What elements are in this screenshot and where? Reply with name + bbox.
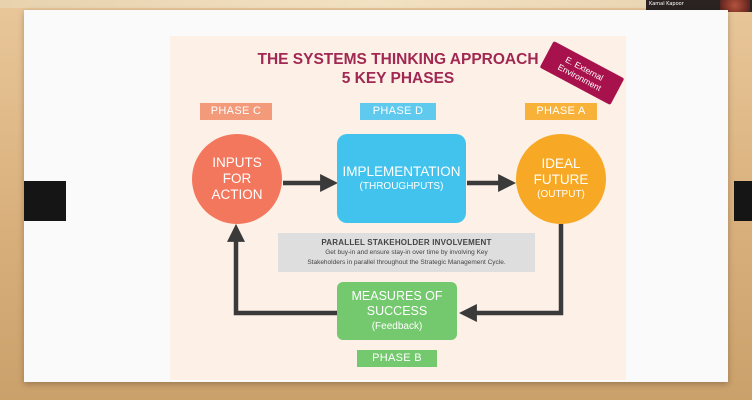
inputs-line1: INPUTS	[212, 155, 262, 170]
slide-title-line1: THE SYSTEMS THINKING APPROACH	[257, 51, 539, 68]
stakeholder-involvement-box: PARALLEL STAKEHOLDER INVOLVEMENT Get buy…	[278, 233, 535, 272]
presenter-name: Kamal Kapoor	[649, 1, 684, 7]
left-letterbox-bar	[24, 181, 66, 221]
shared-screen: THE SYSTEMS THINKING APPROACH 5 KEY PHAS…	[24, 10, 752, 382]
phase-a-label: PHASE A	[525, 103, 597, 120]
arrow-ideal-to-measures	[458, 224, 564, 322]
slide-canvas: THE SYSTEMS THINKING APPROACH 5 KEY PHAS…	[170, 36, 626, 380]
right-letterbox-bar	[734, 181, 752, 221]
presenter-avatar	[720, 0, 750, 12]
window-top-strip	[0, 0, 752, 8]
implementation-subtitle: (THROUGHPUTS)	[359, 181, 444, 192]
measures-line2: SUCCESS	[366, 303, 428, 318]
inputs-line3: ACTION	[211, 187, 263, 202]
stakeholder-text-line1: Get buy-in and ensure stay-in over time …	[325, 249, 488, 256]
presenter-video-tile[interactable]: Kamal Kapoor	[646, 0, 752, 12]
slide-title: THE SYSTEMS THINKING APPROACH 5 KEY PHAS…	[170, 50, 626, 88]
phase-b-label: PHASE B	[357, 350, 437, 367]
ideal-line2: FUTURE	[533, 172, 589, 187]
implementation-node: IMPLEMENTATION (THROUGHPUTS)	[337, 134, 466, 223]
inputs-line2: FOR	[222, 171, 252, 186]
slide-title-line2: 5 KEY PHASES	[341, 70, 455, 87]
ideal-future-node: IDEAL FUTURE (OUTPUT)	[516, 134, 606, 224]
ideal-subtitle: (OUTPUT)	[537, 189, 585, 200]
ideal-line1: IDEAL	[541, 156, 581, 171]
phase-c-label: PHASE C	[200, 103, 272, 120]
stakeholder-text-line2: Stakeholders in parallel throughout the …	[307, 258, 506, 266]
phase-d-label: PHASE D	[360, 103, 436, 120]
implementation-title: IMPLEMENTATION	[342, 164, 461, 179]
arrow-measures-to-inputs	[227, 223, 337, 316]
inputs-for-action-node: INPUTS FOR ACTION	[192, 134, 282, 224]
measures-subtitle: (Feedback)	[371, 320, 423, 332]
measures-of-success-node: MEASURES OF SUCCESS (Feedback)	[337, 282, 457, 340]
measures-line1: MEASURES OF	[351, 288, 443, 303]
stakeholder-title: PARALLEL STAKEHOLDER INVOLVEMENT	[321, 238, 492, 247]
flow-connectors	[227, 174, 564, 322]
